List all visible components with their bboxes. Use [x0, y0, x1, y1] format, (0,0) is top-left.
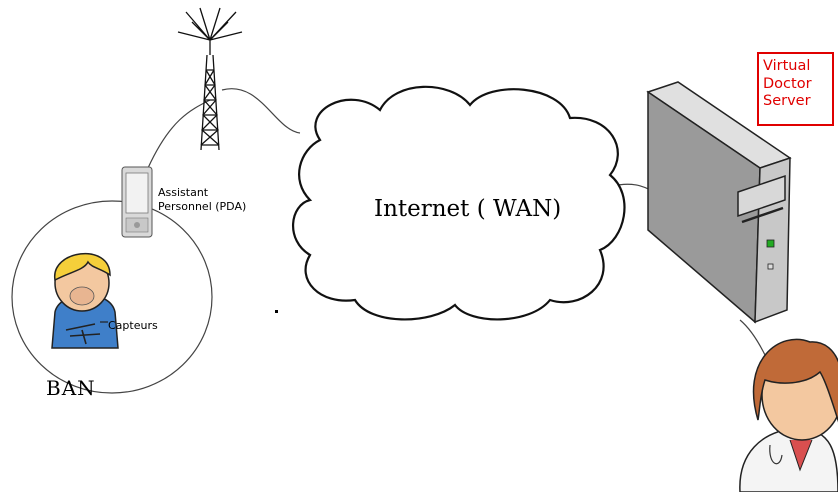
patient-icon — [51, 252, 119, 349]
server-label: Virtual Doctor Server — [763, 58, 812, 111]
pda-label-line2: Personnel (PDA) — [158, 200, 247, 213]
server-to-doctor-link — [739, 319, 766, 356]
server-tower-icon — [646, 81, 792, 324]
server-label-line3: Server — [763, 93, 811, 109]
server-label-box: Virtual Doctor Server — [757, 52, 834, 126]
stray-dot — [275, 310, 278, 313]
ban-circle — [11, 200, 213, 394]
doctor-icon — [739, 338, 838, 493]
cloud-icon — [292, 85, 626, 321]
pda-icon — [121, 166, 153, 238]
pda-to-tower-link — [147, 99, 211, 169]
internet-label: Internet ( WAN) — [374, 196, 562, 222]
capteurs-label: Capteurs — [108, 319, 158, 332]
server-label-line2: Doctor — [763, 75, 812, 92]
pda-label-line1: Assistant — [158, 186, 209, 199]
ban-label: BAN — [46, 376, 96, 400]
pda-label: Assistant Personnel (PDA) — [158, 186, 246, 214]
tower-to-internet-link — [221, 88, 301, 134]
server-label-line1: Virtual — [763, 58, 811, 74]
antenna-tower-icon — [177, 7, 243, 151]
